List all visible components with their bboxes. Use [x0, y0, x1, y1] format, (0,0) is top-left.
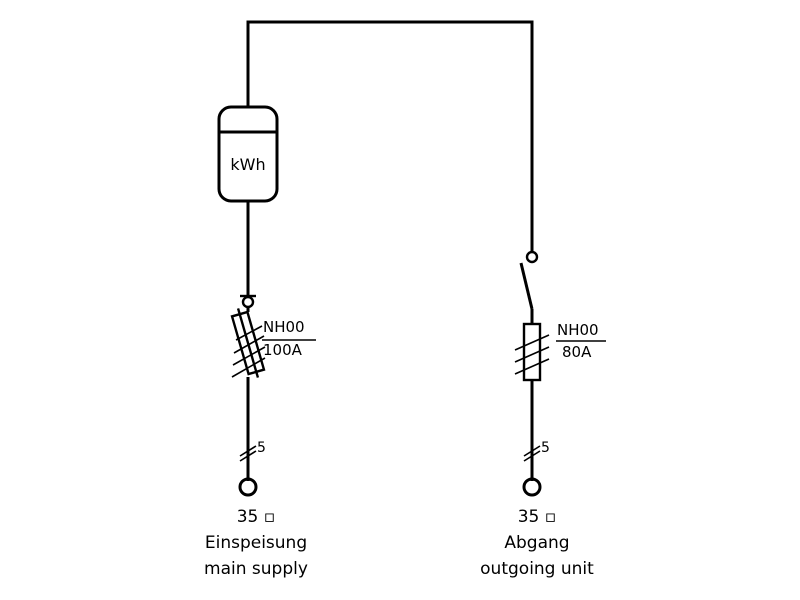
- outgoing-switch-symbol: [519, 250, 539, 324]
- supply-fuse-type: NH00: [263, 318, 305, 336]
- outgoing-fuse-type: NH00: [557, 321, 599, 339]
- supply-fuse-symbol: [230, 307, 266, 481]
- supply-name-de: Einspeisung: [204, 533, 308, 553]
- top-bus-line: [246, 20, 534, 252]
- outgoing-fuse-rating: 80A: [562, 343, 592, 361]
- outgoing-name-de: Abgang: [504, 533, 570, 553]
- supply-conductor-tick: [239, 445, 257, 462]
- supply-name-en: main supply: [204, 559, 308, 579]
- supply-terminal-icon: [238, 477, 258, 497]
- outgoing-caption: 35 ▫ Abgang outgoing unit: [447, 504, 627, 582]
- supply-conductor-count: 5: [257, 440, 266, 456]
- outgoing-conductor-count: 5: [541, 440, 550, 456]
- supply-fuse-rating: 100A: [263, 341, 303, 359]
- outgoing-fuse-symbol: [514, 322, 550, 481]
- supply-caption: 35 ▫ Einspeisung main supply: [166, 504, 346, 582]
- energy-meter: kWh: [217, 105, 279, 203]
- supply-disconnect-symbol: [240, 294, 256, 309]
- supply-cross-section: 35 ▫: [236, 507, 276, 527]
- outgoing-terminal-icon: [522, 477, 542, 497]
- outgoing-name-en: outgoing unit: [480, 559, 594, 579]
- outgoing-cross-section: 35 ▫: [517, 507, 557, 527]
- meter-label: kWh: [230, 155, 265, 174]
- outgoing-conductor-tick: [523, 445, 541, 462]
